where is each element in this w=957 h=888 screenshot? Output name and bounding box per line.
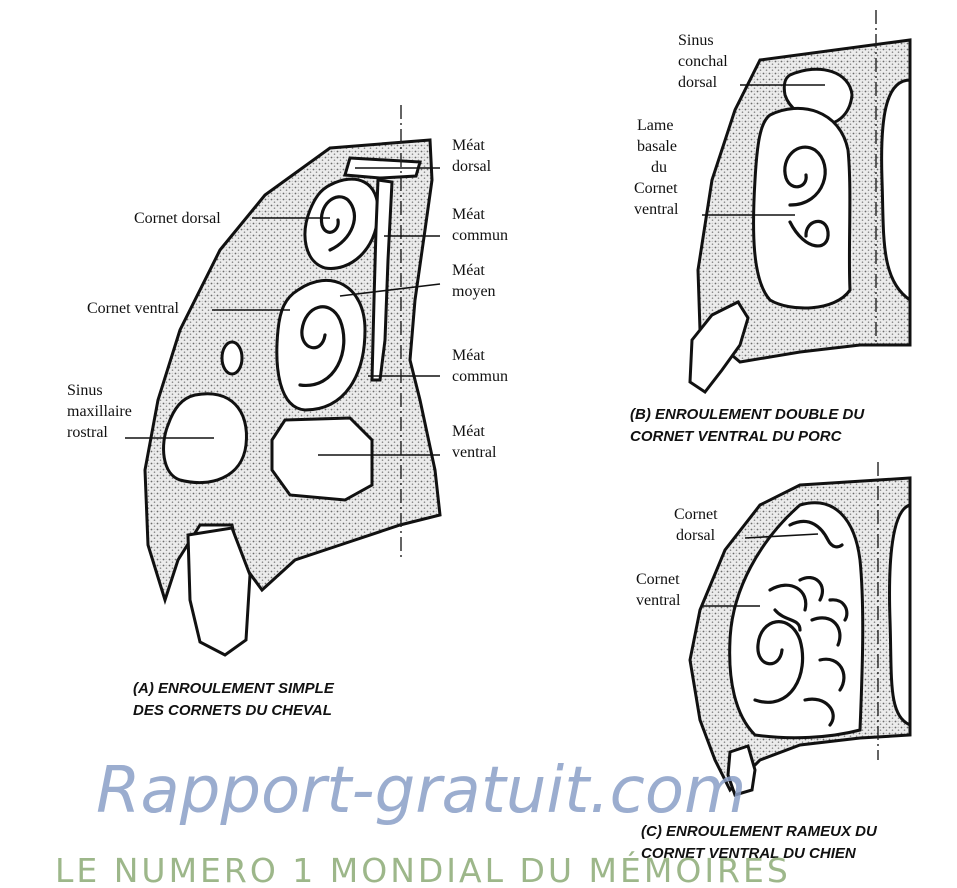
- panel-b-label-lame-basale: Lame basale du Cornet ventral: [634, 117, 682, 218]
- panel-a-tooth: [188, 528, 250, 655]
- panel-a-meat-ventral-space: [272, 418, 372, 500]
- panel-a-horse: Méat dorsal Cornet dorsal Méat commun Mé…: [67, 105, 508, 719]
- panel-a-label-meat-commun-upper: Méat commun: [452, 206, 508, 244]
- panel-c-label-cornet-dorsal: Cornet dorsal: [674, 506, 722, 544]
- panel-b-pig: Sinus conchal dorsal Lame basale du Corn…: [630, 10, 910, 445]
- panel-a-label-meat-commun-lower: Méat commun: [452, 347, 508, 385]
- panel-a-label-meat-moyen: Méat moyen: [452, 262, 496, 300]
- watermark-tagline: LE NUMERO 1 MONDIAL DU MÉMOIRES: [55, 850, 791, 888]
- panel-c-label-cornet-ventral: Cornet ventral: [636, 571, 684, 609]
- watermark-brand: Rapport-gratuit.com: [96, 754, 746, 828]
- watermark: Rapport-gratuit.com LE NUMERO 1 MONDIAL …: [55, 754, 791, 888]
- panel-a-label-sinus-maxillaire: Sinus maxillaire rostral: [67, 382, 136, 441]
- panel-a-label-cornet-ventral: Cornet ventral: [87, 300, 180, 317]
- panel-a-label-meat-dorsal: Méat dorsal: [452, 137, 492, 175]
- panel-b-label-sinus-conchal: Sinus conchal dorsal: [678, 32, 732, 91]
- panel-a-label-cornet-dorsal: Cornet dorsal: [134, 210, 221, 227]
- panel-a-label-meat-ventral: Méat ventral: [452, 423, 497, 461]
- panel-a-caption: (A) ENROULEMENT SIMPLE DES CORNETS DU CH…: [133, 680, 338, 719]
- panel-b-ventral-cornet-outline: [754, 108, 850, 308]
- panel-c-right-cavity: [890, 505, 910, 725]
- panel-a-small-sinus: [222, 342, 242, 374]
- panel-b-caption: (B) ENROULEMENT DOUBLE DU CORNET VENTRAL…: [630, 406, 868, 445]
